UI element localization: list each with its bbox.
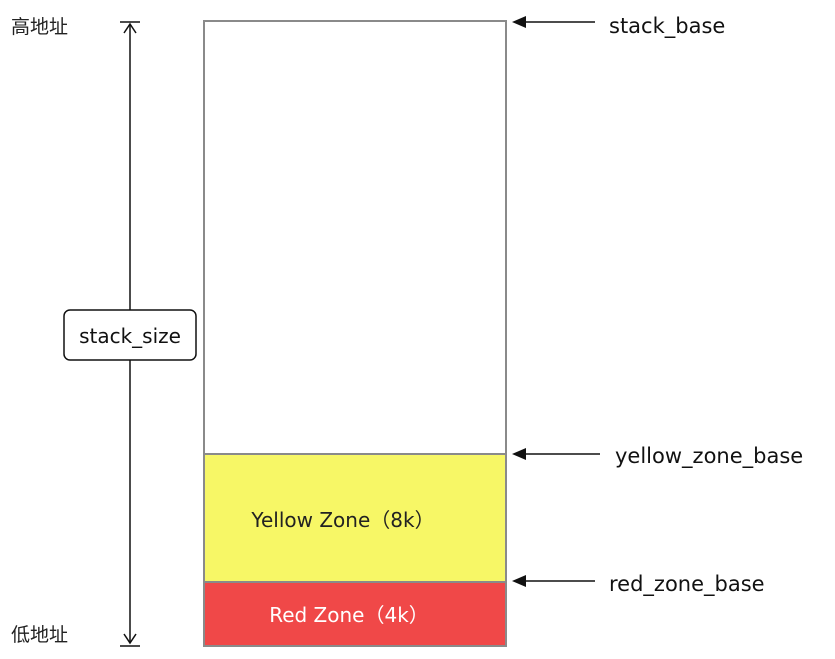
- red-zone-label: Red Zone（4k）: [269, 603, 429, 627]
- yellow-zone-base-arrowhead: [512, 448, 526, 460]
- yellow-zone-base-label: yellow_zone_base: [615, 444, 803, 469]
- low-address-label: 低地址: [11, 624, 68, 646]
- stack-base-label: stack_base: [609, 14, 725, 39]
- stack-base-arrowhead: [512, 16, 526, 28]
- dimension-top-arrowhead: [123, 22, 137, 34]
- red-zone: [205, 582, 505, 645]
- stack-size-label-box: [63, 309, 197, 361]
- dimension-bottom-arrowhead: [123, 633, 137, 645]
- red-zone-base-label: red_zone_base: [609, 572, 765, 597]
- stack-size-label: stack_size: [79, 324, 181, 348]
- red-zone-base-arrowhead: [512, 575, 526, 587]
- yellow-zone: [205, 454, 505, 581]
- yellow-zone-label: Yellow Zone（8k）: [250, 508, 434, 532]
- high-address-label: 高地址: [11, 16, 68, 38]
